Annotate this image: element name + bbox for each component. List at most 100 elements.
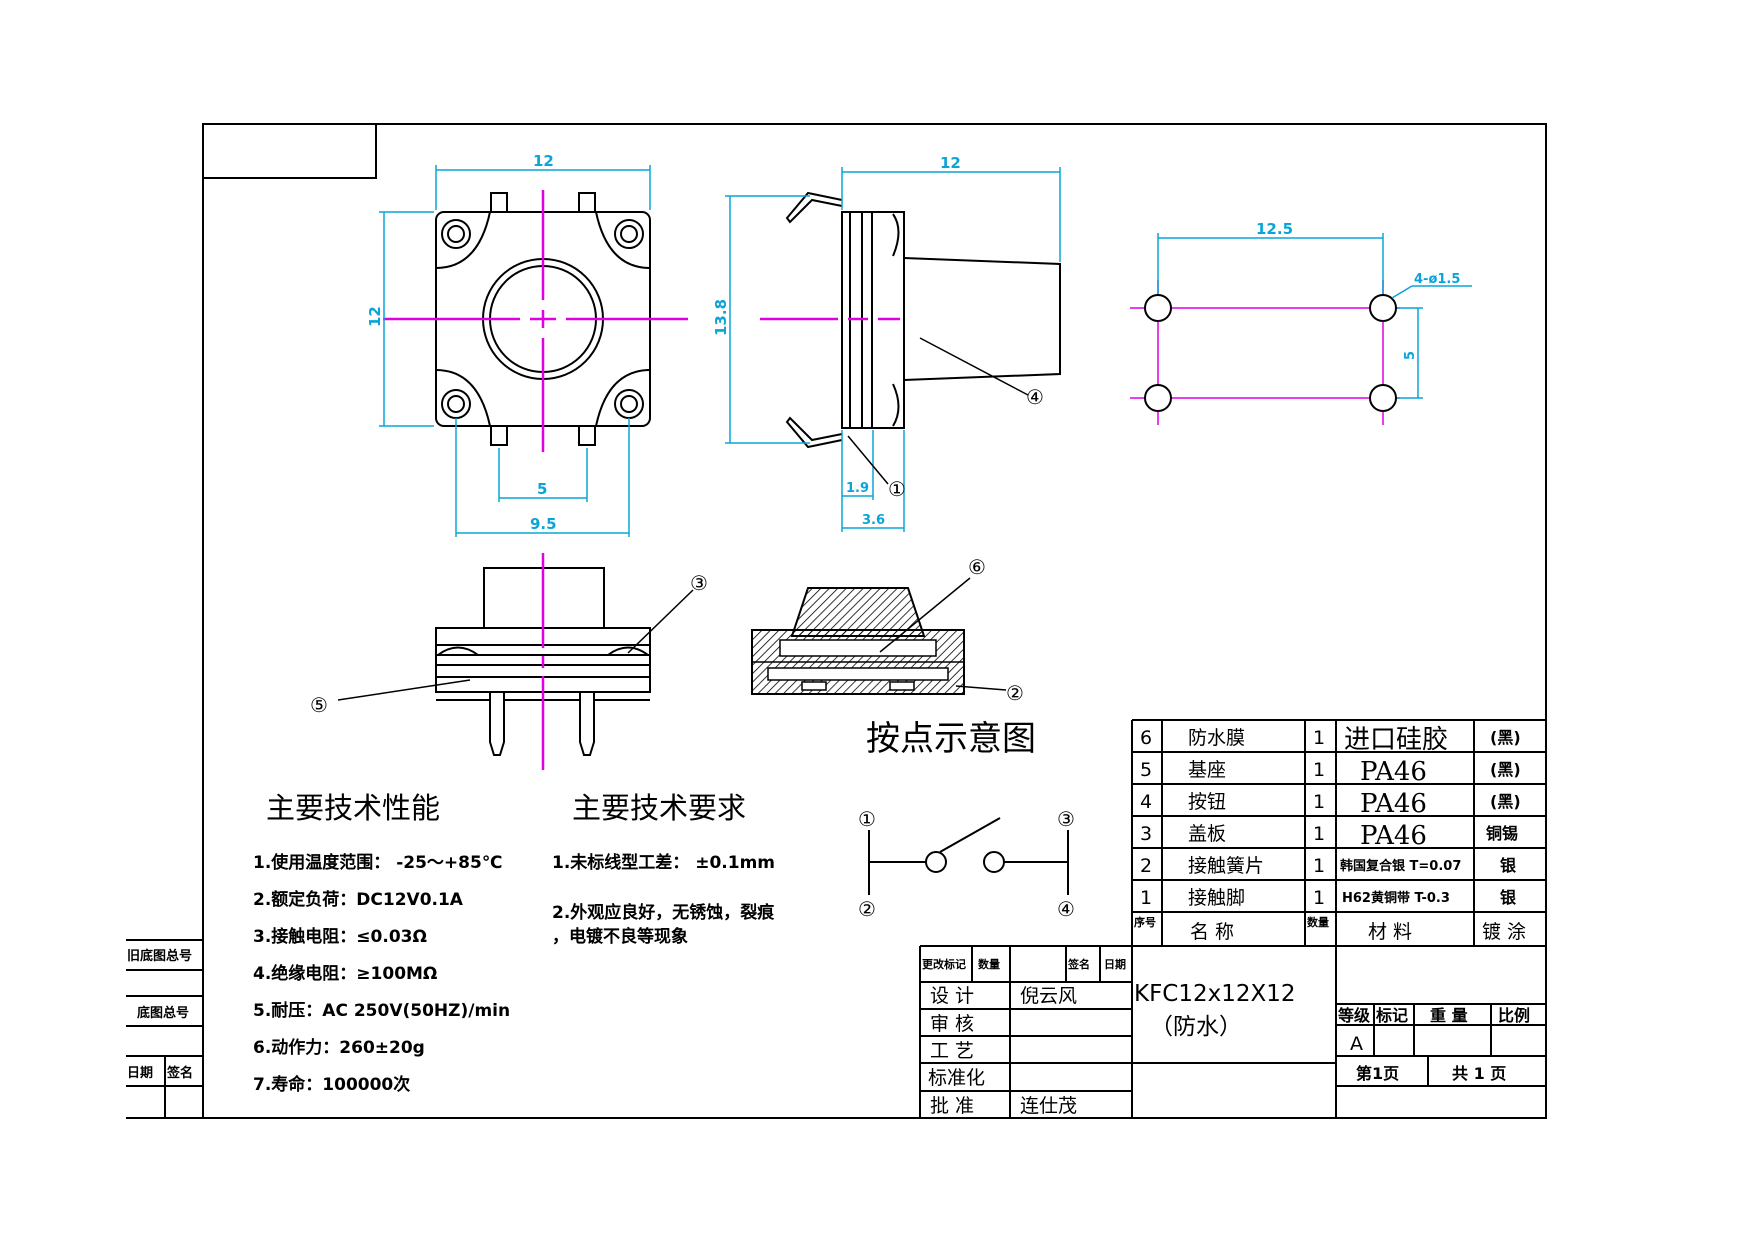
spec-item: 4.绝缘电阻：≥100MΩ — [253, 963, 437, 984]
switch-pin-2: ② — [858, 897, 876, 921]
bom-header-material: 材 料 — [1368, 921, 1412, 943]
left-sign: 签名 — [166, 1065, 193, 1081]
tb-process: 工 艺 — [930, 1040, 974, 1062]
switch-pin-3: ③ — [1057, 807, 1075, 831]
bom-name: 接触脚 — [1188, 887, 1245, 909]
bom-finish: (黑) — [1490, 728, 1521, 747]
tb-approver: 连仕茂 — [1020, 1095, 1077, 1117]
bom-qty: 1 — [1313, 855, 1325, 877]
switch-pin-4: ④ — [1057, 897, 1075, 921]
pcb-footprint: 12.5 4-ø1.5 5 — [1130, 220, 1472, 425]
balloon-4-side: ④ — [1026, 385, 1044, 409]
left-date: 日期 — [127, 1066, 153, 1081]
tb-model: KFC12x12X12 — [1134, 981, 1296, 1007]
switch-schematic: ① ② ③ ④ — [858, 807, 1075, 921]
side-dim-36: 3.6 — [862, 513, 885, 528]
requirement-item: 1.未标线型工差： ±0.1mm — [552, 852, 775, 873]
bom-no: 4 — [1140, 791, 1152, 813]
tb-design: 设 计 — [930, 985, 974, 1007]
bom-no: 1 — [1140, 887, 1152, 909]
tb-sign: 签名 — [1067, 957, 1090, 971]
tb-quantity: 数量 — [978, 957, 1000, 971]
requirements-heading: 主要技术要求 — [572, 791, 746, 825]
spec-item: 3.接触电阻：≤0.03Ω — [253, 926, 427, 947]
bom-no: 6 — [1140, 727, 1152, 749]
bom-header-finish: 镀 涂 — [1482, 921, 1526, 943]
bom-qty: 1 — [1313, 791, 1325, 813]
tb-weight: 重 量 — [1430, 1006, 1468, 1025]
bom-no: 2 — [1140, 855, 1152, 877]
tb-designer: 倪云风 — [1020, 985, 1077, 1007]
front-dim-pin: 5 — [537, 480, 547, 498]
bom-name: 盖板 — [1188, 823, 1226, 845]
bom-finish: 银 — [1500, 888, 1517, 907]
bom-material: 韩国复合银 T=0.07 — [1340, 858, 1461, 874]
requirement-item: ，电镀不良等现象 — [552, 926, 688, 947]
bom-header-row: 序号 名 称 数量 材 料 镀 涂 — [1134, 915, 1526, 943]
bom-finish: 铜锡 — [1486, 824, 1518, 843]
specs-section: 主要技术性能 1.使用温度范围： -25～+85℃ 2.额定负荷：DC12V0.… — [253, 791, 510, 1095]
tb-review: 审 核 — [930, 1013, 974, 1035]
bom-header-no: 序号 — [1134, 915, 1156, 929]
tb-scale: 比例 — [1498, 1006, 1530, 1025]
spec-item: 7.寿命：100000次 — [253, 1074, 410, 1095]
section-view: ⑥ ② — [751, 555, 1024, 705]
bom-material: H62黄铜带 T-0.3 — [1342, 890, 1450, 906]
spec-item: 2.额定负荷：DC12V0.1A — [253, 889, 464, 910]
tb-date: 日期 — [1104, 957, 1126, 971]
requirement-item: 2.外观应良好，无锈蚀，裂痕 — [552, 902, 775, 923]
requirements-section: 主要技术要求 1.未标线型工差： ±0.1mm 2.外观应良好，无锈蚀，裂痕 ，… — [552, 791, 775, 947]
balloon-2: ② — [1006, 681, 1024, 705]
bom-material: 进口硅胶 — [1344, 725, 1448, 755]
left-old-total: 旧底图总号 — [127, 948, 192, 964]
bom-finish: (黑) — [1490, 760, 1521, 779]
side-dim-height: 13.8 — [712, 299, 730, 336]
balloon-6: ⑥ — [968, 555, 986, 579]
balloon-3: ③ — [690, 571, 708, 595]
bom-header-name: 名 称 — [1190, 921, 1234, 943]
side-view: 12 13.8 1.9 3.6 ④ ① — [712, 154, 1061, 532]
bom-table — [1131, 719, 1546, 1118]
bom-name: 防水膜 — [1188, 727, 1245, 749]
bom-qty: 1 — [1313, 727, 1325, 749]
bom-no: 5 — [1140, 759, 1152, 781]
bom-row: 3 盖板 1 PA46 铜锡 — [1140, 821, 1518, 851]
bom-finish: 银 — [1500, 856, 1517, 875]
balloon-5: ⑤ — [310, 693, 328, 717]
pcb-dim-hole: 4-ø1.5 — [1414, 272, 1460, 287]
pcb-dim-width: 12.5 — [1256, 220, 1293, 238]
tb-total: 共 1 页 — [1452, 1064, 1506, 1083]
spec-item: 6.动作力：260±20g — [253, 1037, 425, 1058]
title-block — [919, 945, 1546, 1118]
tb-model-sub: （防水） — [1150, 1014, 1242, 1040]
bom-qty: 1 — [1313, 759, 1325, 781]
front-dim-height: 12 — [366, 306, 384, 327]
bom-qty: 1 — [1313, 887, 1325, 909]
tb-grade: 等级 — [1337, 1006, 1371, 1025]
bom-row: 6 防水膜 1 进口硅胶 (黑) — [1140, 725, 1521, 755]
front-dim-width: 12 — [533, 152, 554, 170]
bom-row: 2 接触簧片 1 韩国复合银 T=0.07 银 — [1140, 855, 1517, 877]
side-dim-width: 12 — [940, 154, 961, 172]
bom-row: 1 接触脚 1 H62黄铜带 T-0.3 银 — [1140, 887, 1517, 909]
bom-name: 接触簧片 — [1188, 855, 1264, 877]
specs-heading: 主要技术性能 — [266, 791, 440, 825]
front-view: 12 12 5 9.5 — [366, 152, 688, 537]
bom-name: 按钮 — [1188, 791, 1226, 813]
bom-qty: 1 — [1313, 823, 1325, 845]
left-base-total: 底图总号 — [137, 1005, 189, 1021]
sheet-frame — [126, 123, 1547, 1119]
tb-mark: 标记 — [1375, 1006, 1408, 1025]
bom-material: PA46 — [1360, 757, 1427, 787]
diagram-title: 按点示意图 — [866, 719, 1036, 759]
spec-item: 5.耐压：AC 250V(50HZ)/min — [253, 1000, 510, 1021]
bom-material: PA46 — [1360, 821, 1427, 851]
tb-grade-value: A — [1350, 1033, 1363, 1055]
assembly-view: ③ ⑤ — [310, 553, 708, 770]
bom-header-qty: 数量 — [1307, 915, 1329, 929]
front-dim-bottom: 9.5 — [530, 515, 557, 533]
tb-standard: 标准化 — [928, 1067, 985, 1089]
bom-name: 基座 — [1188, 759, 1226, 781]
tb-change-mark: 更改标记 — [922, 957, 966, 971]
